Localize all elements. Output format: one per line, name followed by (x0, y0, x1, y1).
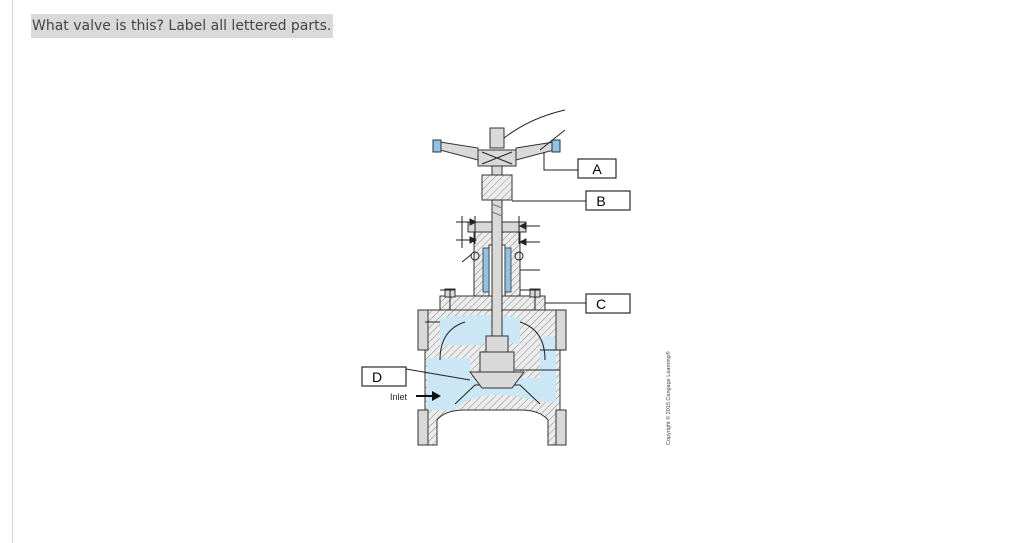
inlet-label: Inlet (390, 392, 408, 402)
left-flange-bottom (417, 409, 429, 446)
page-left-border (12, 0, 13, 543)
left-flange-top (417, 309, 429, 351)
label-b-text: B (596, 193, 605, 209)
inlet-arrow (416, 391, 441, 401)
label-c-text: C (596, 296, 606, 312)
label-b: B (585, 190, 631, 211)
handwheel (432, 109, 566, 167)
packing-left (482, 247, 490, 293)
valve-disc (469, 335, 525, 389)
yoke-bushing (481, 174, 513, 201)
right-flange-top (555, 309, 567, 351)
leader-lines (405, 152, 586, 381)
label-c: C (585, 293, 631, 314)
handwheel-tip-right (551, 139, 561, 153)
packing-right (504, 247, 512, 293)
label-a-text: A (592, 161, 602, 177)
label-d: D (361, 366, 407, 387)
copyright-notice: Copyright © 2015 Cengage Learning® (665, 351, 672, 445)
label-a: A (577, 158, 617, 179)
right-flange-bottom (555, 409, 567, 446)
handwheel-nut (489, 127, 505, 149)
fluid-passage (427, 336, 556, 410)
handwheel-tip-left (432, 139, 442, 153)
label-d-text: D (372, 369, 382, 385)
pointer-arrows (425, 216, 565, 371)
question-text: What valve is this? Label all lettered p… (31, 14, 334, 38)
